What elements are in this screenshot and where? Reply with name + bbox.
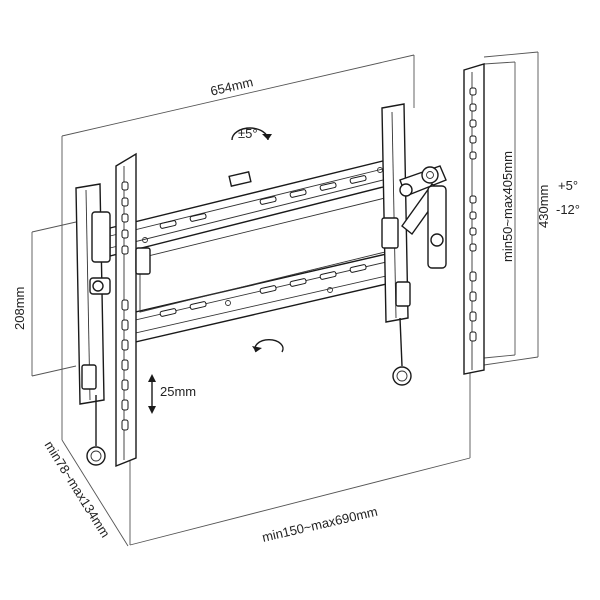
wall-plate <box>109 157 396 347</box>
right-tv-bracket <box>463 63 485 375</box>
left-bracket-slots <box>121 181 129 431</box>
plate-height-label: 208mm <box>12 287 27 330</box>
lower-rail-slots <box>159 264 367 317</box>
tilt-arrow-icon-bottom <box>252 338 284 353</box>
vesa-vertical-label: min50~max405mm <box>500 151 515 262</box>
tilt-arrow-icon-top <box>231 127 272 141</box>
upper-rail-slots <box>159 175 367 229</box>
left-tilt-arm <box>75 183 111 466</box>
left-tv-bracket <box>115 152 151 468</box>
right-tilt-linkage <box>399 165 447 269</box>
tilt-plate-label: ±5° <box>238 126 258 141</box>
vesa-horizontal-label: min150~max690mm <box>261 504 379 545</box>
tilt-down-label: -12° <box>556 202 580 217</box>
tilt-up-label: +5° <box>558 178 578 193</box>
vertical-adjust-label: 25mm <box>160 384 196 399</box>
vertical-adjust-arrow-icon <box>148 374 156 414</box>
right-bracket-slots <box>469 87 477 342</box>
dimension-lines <box>31 51 539 547</box>
height-right-label: 430mm <box>536 185 551 228</box>
width-top-label: 654mm <box>209 74 255 98</box>
right-tilt-arm <box>381 103 412 386</box>
